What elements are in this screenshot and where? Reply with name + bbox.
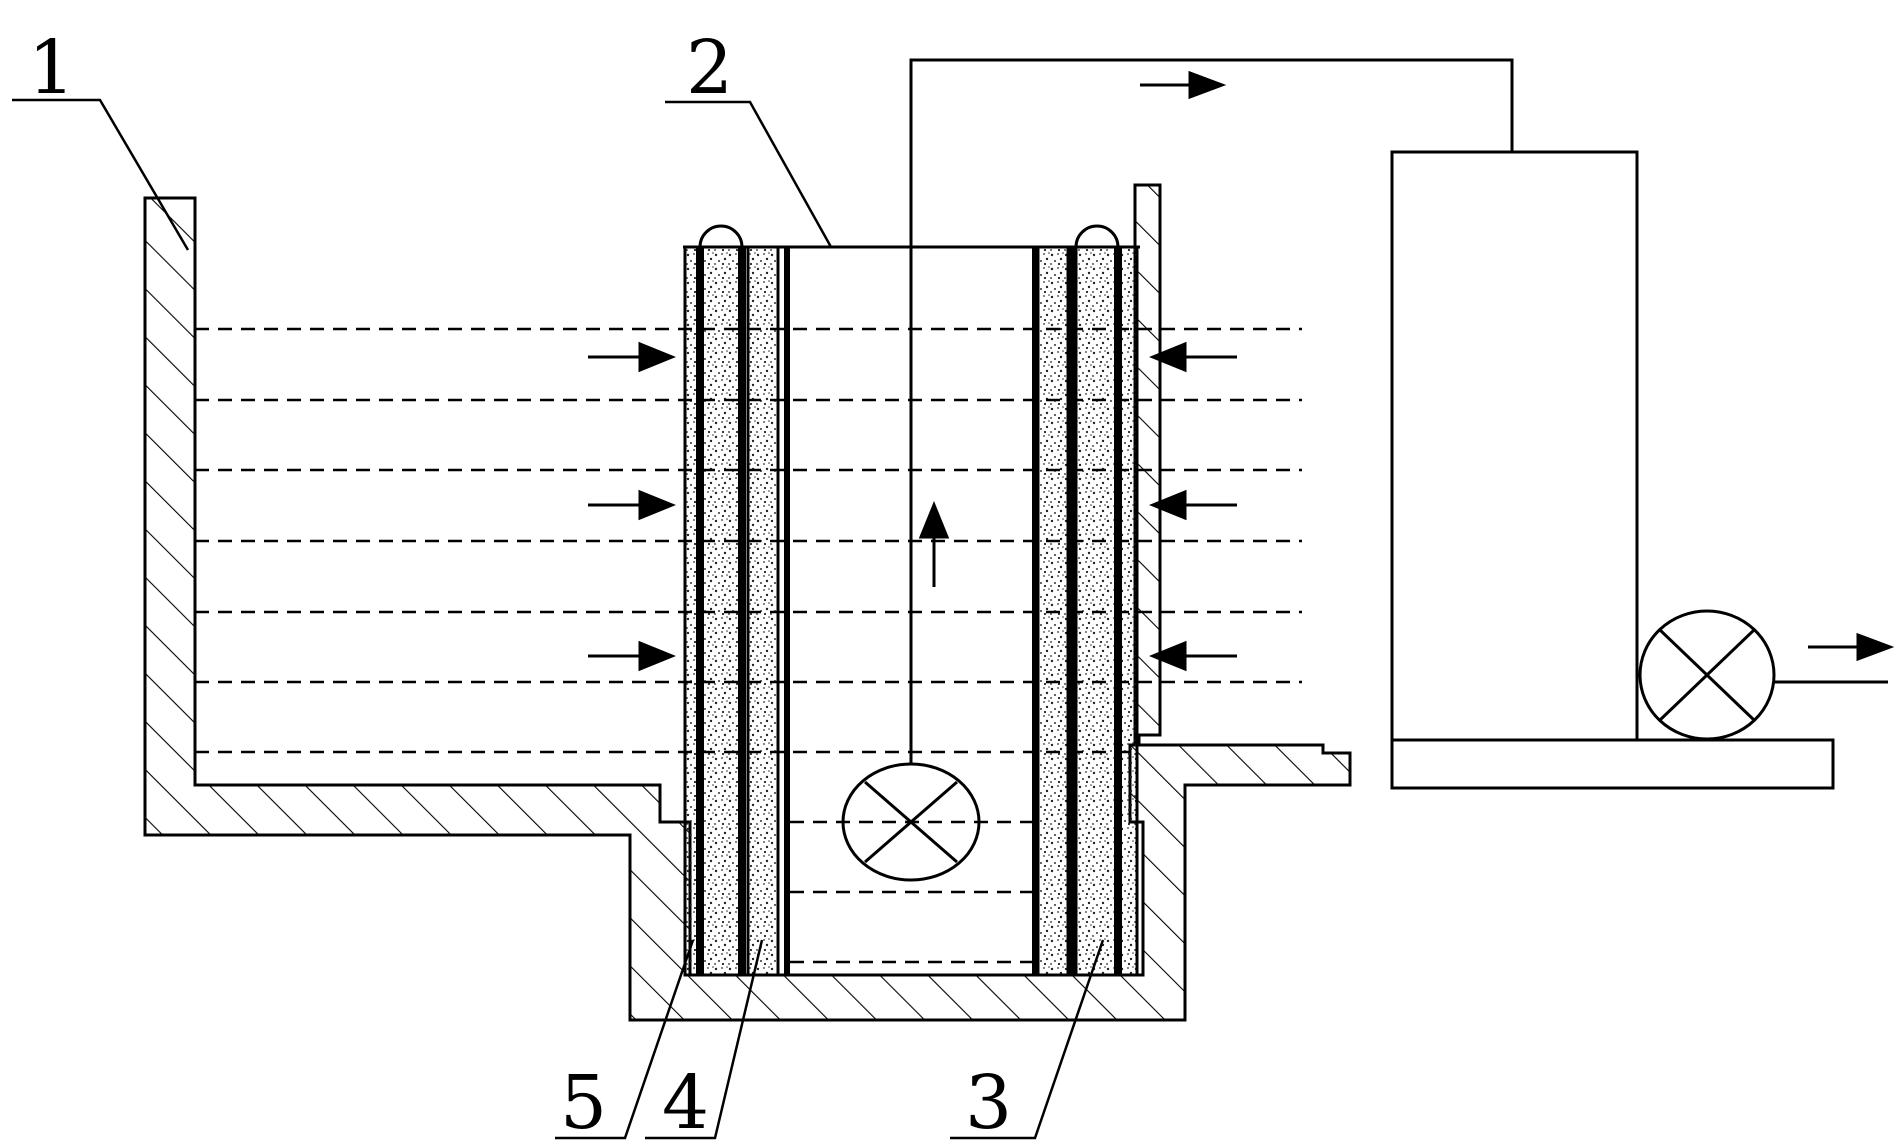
secondary-tank — [1390, 150, 1639, 742]
reactor-column — [683, 224, 1140, 977]
arrow-icon — [918, 70, 1227, 587]
tank-wall — [143, 183, 1352, 1022]
label-tank: 1 — [28, 25, 75, 111]
label-reactor: 2 — [686, 25, 733, 111]
water-lines — [195, 327, 1302, 964]
label-media-left: 5 — [560, 1060, 607, 1143]
label-outer-media: 3 — [965, 1060, 1012, 1143]
base-platform — [1390, 738, 1835, 790]
pump-icon — [1638, 609, 1776, 741]
riser-pipe — [909, 58, 1514, 764]
leader-lines — [12, 98, 1105, 1140]
arrow-icon — [588, 341, 1237, 672]
label-inner-media: 4 — [662, 1060, 709, 1143]
arrow-icon — [1808, 632, 1895, 662]
